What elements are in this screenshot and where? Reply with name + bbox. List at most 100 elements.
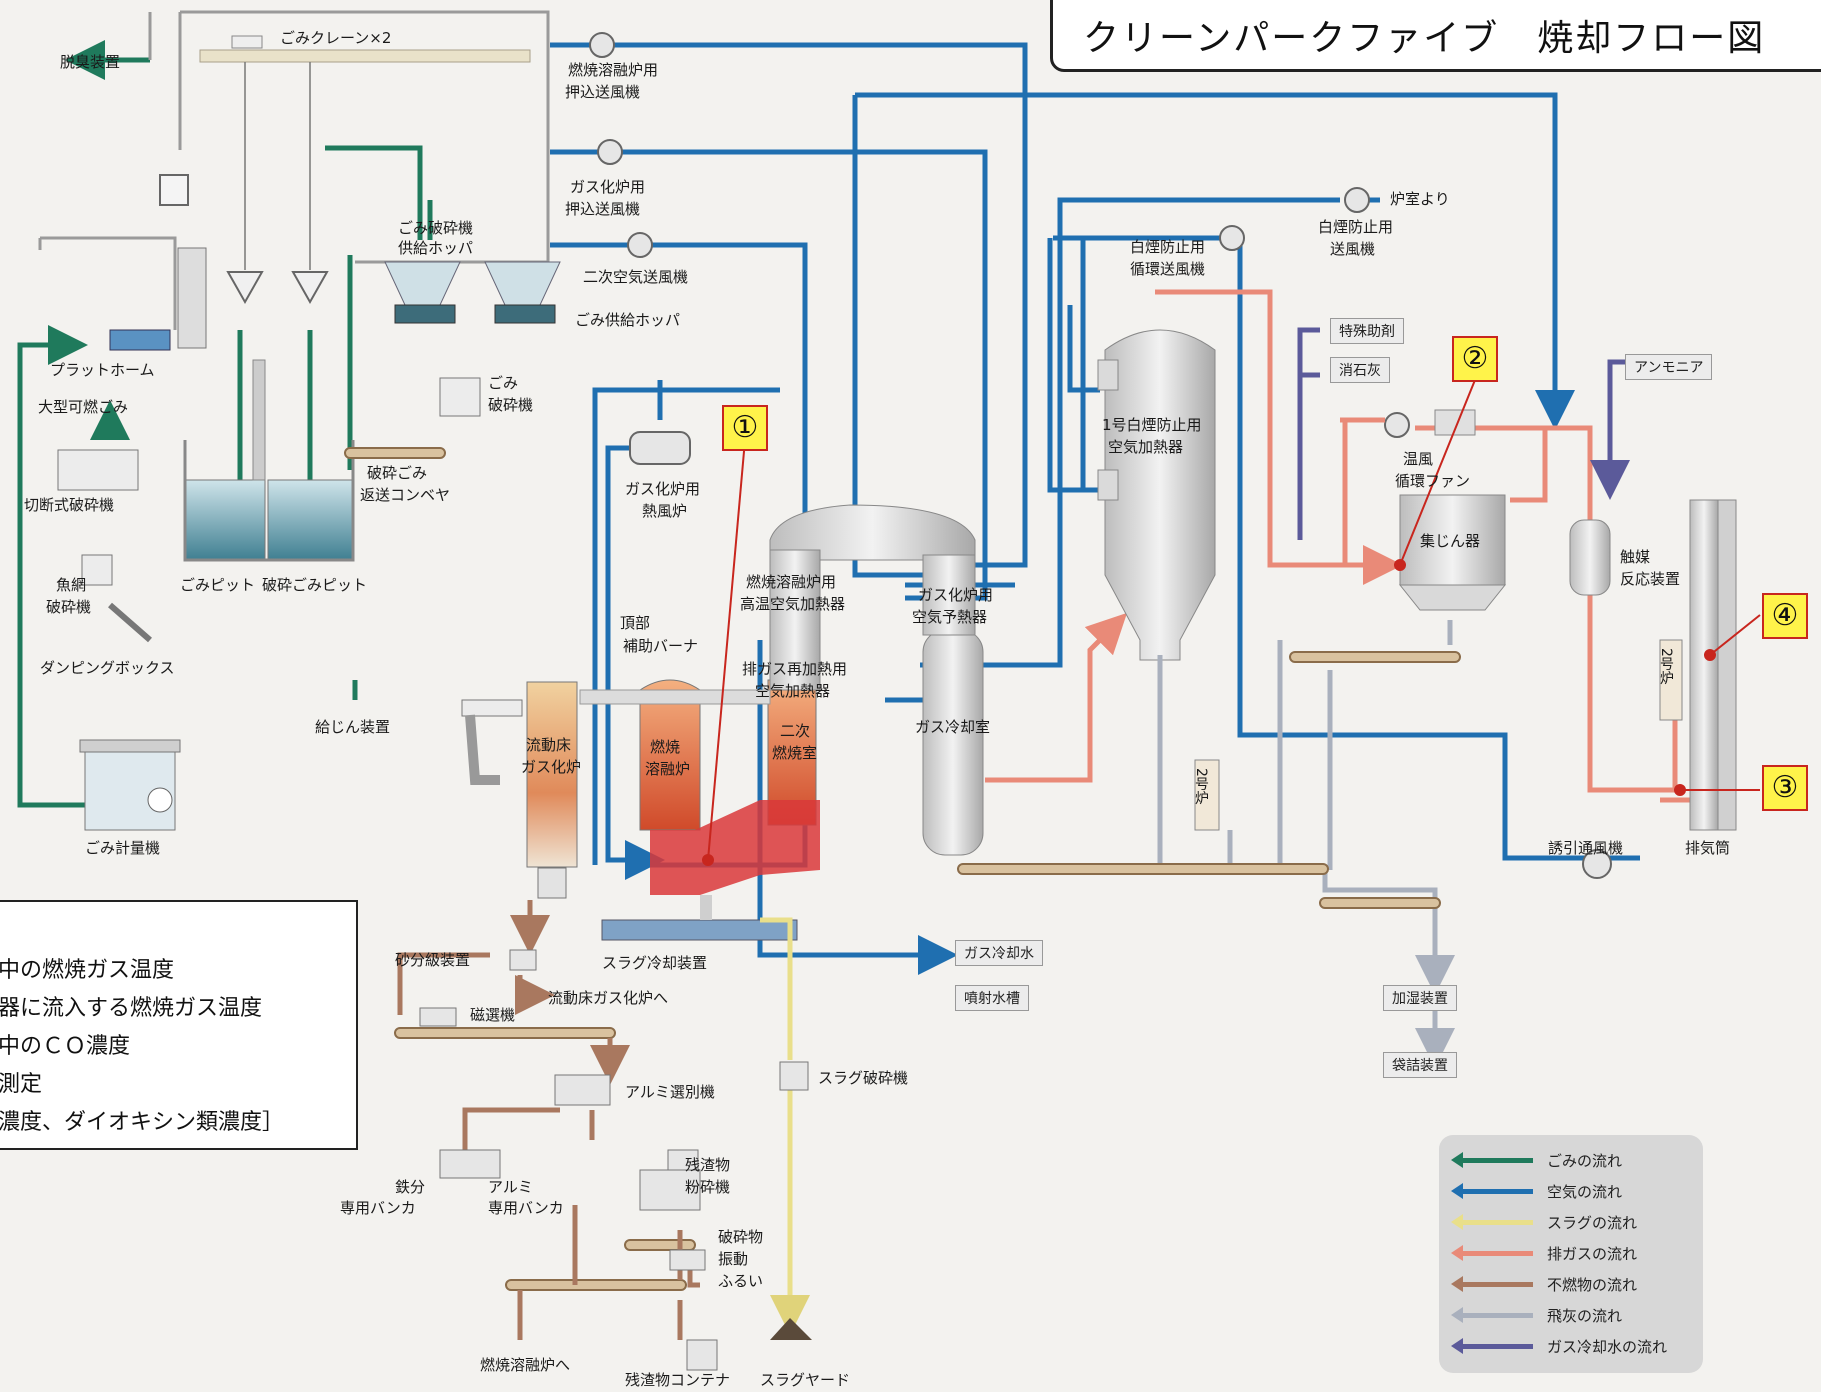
slaked-lime-box: 消石灰 xyxy=(1330,357,1390,383)
marker-4: ④ xyxy=(1762,593,1808,639)
page-title: クリーンパークファイブ 焼却フロー図 xyxy=(1083,18,1766,59)
legend-label: 排ガスの流れ xyxy=(1547,1245,1638,1263)
label-vib-screen-2: 振動 xyxy=(718,1250,748,1268)
label-stack: 排気筒 xyxy=(1685,839,1730,857)
label-fishnet-2: 破砕機 xyxy=(46,598,91,616)
label-induced-fan: 誘引通風機 xyxy=(1548,839,1623,857)
blower-fans xyxy=(589,32,1612,879)
note-line-5: 濃度、ダイオキシン類濃度］ xyxy=(0,1110,285,1135)
legend-arrow-icon xyxy=(1451,1338,1463,1354)
spray-tank-label: 噴射水槽 xyxy=(964,991,1020,1007)
legend-item-incombustible: 不燃物の流れ xyxy=(1439,1269,1703,1299)
flyash-flow-lines xyxy=(1157,620,1455,1068)
waste-pits xyxy=(183,359,355,562)
special-aid-box: 特殊助剤 xyxy=(1330,318,1404,344)
label-slag-crusher: スラグ破砕機 xyxy=(818,1069,908,1087)
label-scale: ごみ計量機 xyxy=(85,839,160,857)
label-catalyst-2: 反応装置 xyxy=(1620,570,1680,588)
label-warm-air-fan-1: 温風 xyxy=(1403,450,1433,468)
ammonia-label: アンモニア xyxy=(1634,360,1704,376)
marker-lines xyxy=(702,379,1761,866)
label-gas-cooling-chamber: ガス冷却室 xyxy=(915,718,990,736)
legend-arrow-icon xyxy=(1451,1152,1463,1168)
label-vib-screen-1: 破砕物 xyxy=(718,1228,763,1246)
label-cutting-crusher: 切断式破砕機 xyxy=(24,496,114,514)
label-alu-bunker-1: アルミ xyxy=(488,1178,533,1196)
label-melting-push-fan-1: 燃焼溶融炉用 xyxy=(568,61,658,79)
label-melting-push-fan-2: 押込送風機 xyxy=(565,83,640,101)
label-plume-fan-1: 白煙防止用 xyxy=(1318,218,1393,236)
label-to-gasifier: 流動床ガス化炉へ xyxy=(548,989,668,1007)
legend-item-slag: スラグの流れ xyxy=(1439,1207,1703,1237)
label-magnetic-separator: 磁選機 xyxy=(470,1006,515,1024)
note-line-1: 中の燃焼ガス温度 xyxy=(0,958,175,983)
label-no2-furnace-b: 2号炉 xyxy=(1193,768,1209,805)
label-iron-bunker-1: 鉄分 xyxy=(395,1178,425,1196)
label-secondary-chamber-1: 二次 xyxy=(780,722,810,740)
label-alu-bunker-2: 専用バンカ xyxy=(488,1199,564,1217)
legend-swatch xyxy=(1461,1313,1533,1318)
label-from-furnace-room: 炉室より xyxy=(1390,190,1450,208)
label-fluid-gasifier-1: 流動床 xyxy=(526,736,571,754)
plume-heater xyxy=(1097,329,1216,661)
legend-swatch xyxy=(1461,1251,1533,1256)
label-hot-air-furnace-2: 熱風炉 xyxy=(642,502,687,520)
label-platform: プラットホーム xyxy=(50,361,155,379)
label-crusher-hopper-1: ごみ破砕機 xyxy=(398,219,473,237)
humidifier-box: 加湿装置 xyxy=(1383,985,1457,1011)
label-hot-air-furnace-1: ガス化炉用 xyxy=(625,480,700,498)
label-crusher-hopper-2: 供給ホッパ xyxy=(398,239,473,257)
note-line-3: 中のＣＯ濃度 xyxy=(0,1034,131,1059)
label-residue-crusher-1: 残渣物 xyxy=(685,1156,730,1174)
slaked-lime-label: 消石灰 xyxy=(1339,363,1381,379)
label-gasifier-push-fan-2: 押込送風機 xyxy=(565,200,640,218)
label-sand-classifier: 砂分級装置 xyxy=(395,951,470,969)
label-iron-bunker-2: 専用バンカ xyxy=(340,1199,416,1217)
marker-3: ③ xyxy=(1762,765,1808,811)
label-gasifier-push-fan-1: ガス化炉用 xyxy=(570,178,645,196)
legend-arrow-icon xyxy=(1451,1276,1463,1292)
legend-swatch xyxy=(1461,1282,1533,1287)
legend-arrow-icon xyxy=(1451,1183,1463,1199)
legend-label: ごみの流れ xyxy=(1547,1152,1623,1170)
notes-box: 中の燃焼ガス温度 器に流入する燃焼ガス温度 中のＣＯ濃度 測定 濃度、ダイオキシ… xyxy=(0,900,358,1150)
label-crusher-2: 破砕機 xyxy=(488,396,533,414)
hoppers xyxy=(384,261,561,417)
legend-label: 空気の流れ xyxy=(1547,1183,1623,1201)
legend-item-air: 空気の流れ xyxy=(1439,1176,1703,1206)
label-deodorizer: 脱臭装置 xyxy=(60,53,120,71)
legend-label: ガス冷却水の流れ xyxy=(1547,1338,1668,1356)
label-return-conveyor-1: 破砕ごみ xyxy=(367,464,427,482)
label-return-conveyor-2: 返送コンベヤ xyxy=(360,486,450,504)
label-waste-pit: ごみピット xyxy=(180,576,255,594)
legend-item-coolwater: ガス冷却水の流れ xyxy=(1439,1331,1703,1361)
furnace-block xyxy=(461,504,984,941)
label-slag-cooler: スラグ冷却装置 xyxy=(602,954,707,972)
legend-label: 不燃物の流れ xyxy=(1547,1276,1638,1294)
special-aid-label: 特殊助剤 xyxy=(1339,324,1395,340)
exhaust-flow-lines xyxy=(985,289,1720,803)
legend-swatch xyxy=(1461,1220,1533,1225)
label-residue-crusher-2: 粉砕機 xyxy=(685,1178,730,1196)
waste-flow-lines xyxy=(17,40,433,808)
legend-item-flyash: 飛灰の流れ xyxy=(1439,1300,1703,1330)
label-slag-yard: スラグヤード xyxy=(760,1371,850,1389)
left-equipment xyxy=(57,329,181,831)
small-boxes xyxy=(419,949,809,1371)
label-dumping-box: ダンピングボックス xyxy=(40,659,175,677)
label-to-melting: 燃焼溶融炉へ xyxy=(480,1356,570,1374)
label-gasifier-preheater-2: 空気予熱器 xyxy=(912,608,987,626)
humidifier-label: 加湿装置 xyxy=(1392,991,1448,1007)
legend-swatch xyxy=(1461,1158,1533,1163)
legend: ごみの流れ 空気の流れ スラグの流れ 排ガスの流れ 不燃物の流れ 飛灰の流れ ガ… xyxy=(1439,1135,1703,1373)
label-plume-heater-2: 空気加熱器 xyxy=(1108,438,1183,456)
dust-collector-unit xyxy=(1398,409,1507,611)
label-dust-collector: 集じん器 xyxy=(1420,532,1480,550)
label-top-burner-2: 補助バーナ xyxy=(623,637,698,655)
label-plume-circ-fan-1: 白煙防止用 xyxy=(1130,238,1205,256)
label-catalyst-1: 触媒 xyxy=(1620,548,1650,566)
label-exhaust-reheater-2: 空気加熱器 xyxy=(755,682,830,700)
label-aluminum-separator: アルミ選別機 xyxy=(625,1083,715,1101)
